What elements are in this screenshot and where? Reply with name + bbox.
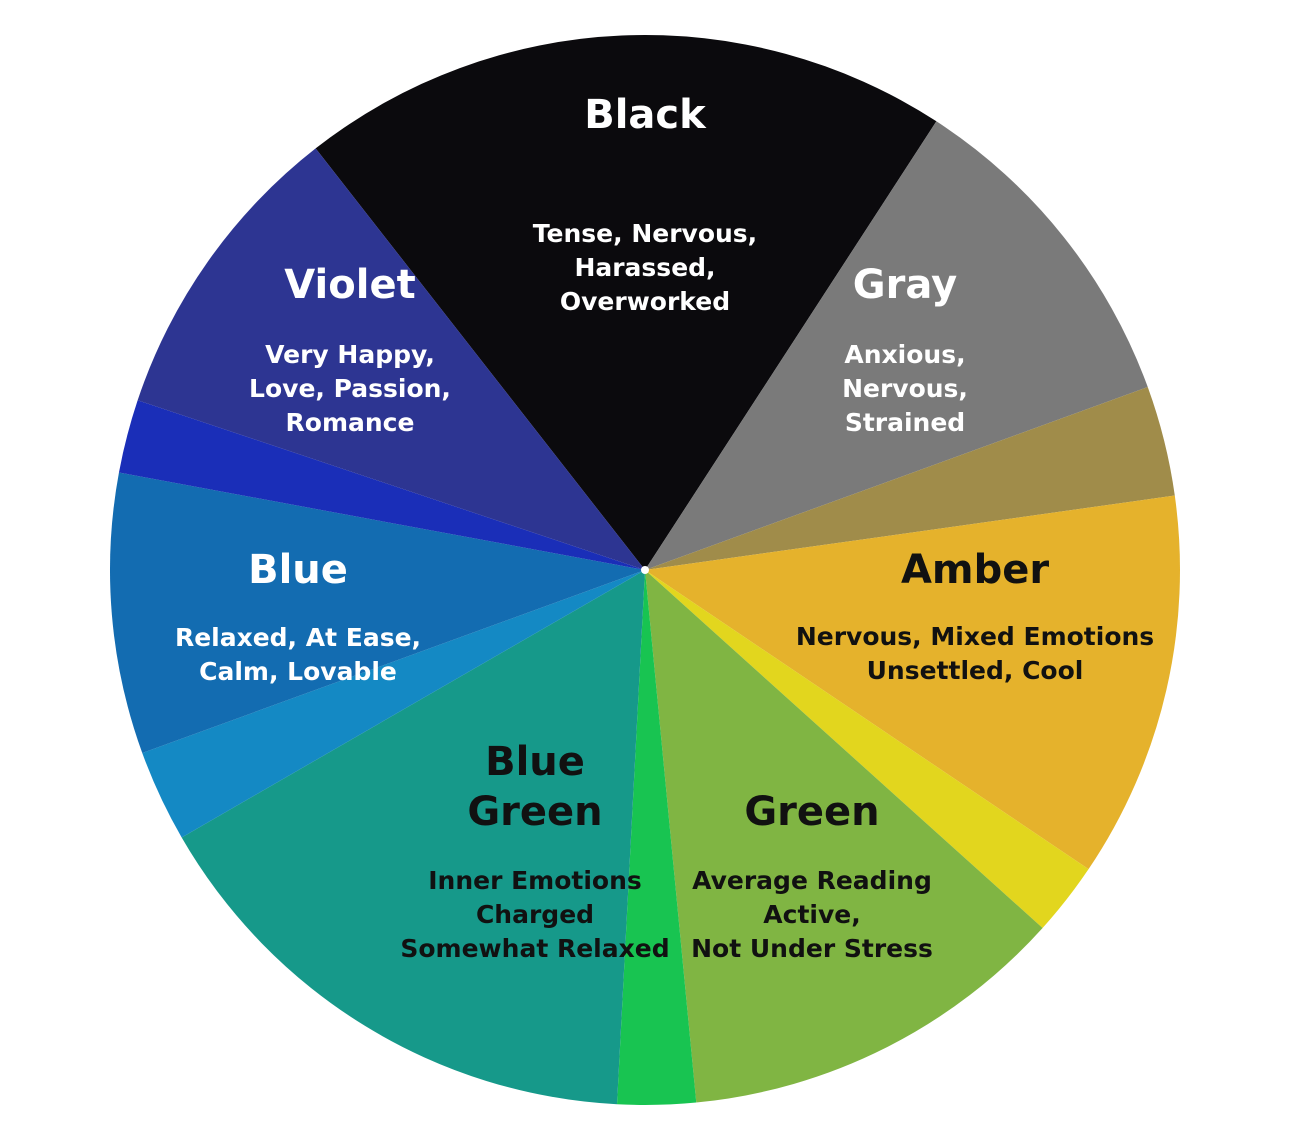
segment-blue [109, 472, 645, 753]
label-desc-black: Overworked [560, 287, 730, 316]
label-desc-amber: Unsettled, Cool [867, 656, 1084, 685]
label-desc-violet: Love, Passion, [249, 374, 451, 403]
label-desc-violet: Very Happy, [265, 340, 435, 369]
label-desc-blue: Relaxed, At Ease, [175, 623, 421, 652]
segment-olive [645, 387, 1175, 570]
label-desc-gray: Nervous, [842, 374, 968, 403]
label-desc-green: Active, [763, 900, 860, 929]
label-title-green: Green [744, 789, 879, 835]
label-title-black: Black [584, 92, 707, 138]
segment-deep-blue [118, 400, 645, 570]
label-title-violet: Violet [284, 262, 415, 308]
segment-violet [137, 148, 645, 570]
segment-gray [645, 121, 1148, 570]
wheel-segments [109, 34, 1180, 1106]
label-desc-blue-green: Charged [476, 900, 594, 929]
label-title-blue-green: Green [467, 789, 602, 835]
segment-bright-green [617, 570, 697, 1106]
label-desc-violet: Romance [286, 408, 415, 437]
segment-blue-green [181, 570, 645, 1105]
label-title-amber: Amber [901, 547, 1049, 593]
segment-black [315, 34, 937, 570]
wheel-center-dot [641, 566, 649, 574]
label-title-gray: Gray [853, 262, 957, 308]
label-desc-gray: Anxious, [844, 340, 965, 369]
label-desc-green: Not Under Stress [691, 934, 933, 963]
segment-light-blue [142, 570, 645, 838]
label-desc-gray: Strained [845, 408, 965, 437]
label-desc-blue-green: Somewhat Relaxed [400, 934, 669, 963]
label-desc-black: Harassed, [574, 253, 715, 282]
label-desc-green: Average Reading [692, 866, 932, 895]
label-title-blue: Blue [248, 547, 348, 593]
label-desc-amber: Nervous, Mixed Emotions [796, 622, 1154, 651]
label-title-blue-green: Blue [485, 739, 585, 785]
label-desc-blue-green: Inner Emotions [428, 866, 642, 895]
segment-green [645, 570, 1043, 1103]
segment-yellow [645, 570, 1089, 928]
label-desc-black: Tense, Nervous, [533, 219, 757, 248]
segment-amber [645, 495, 1180, 870]
label-desc-blue: Calm, Lovable [199, 657, 397, 686]
